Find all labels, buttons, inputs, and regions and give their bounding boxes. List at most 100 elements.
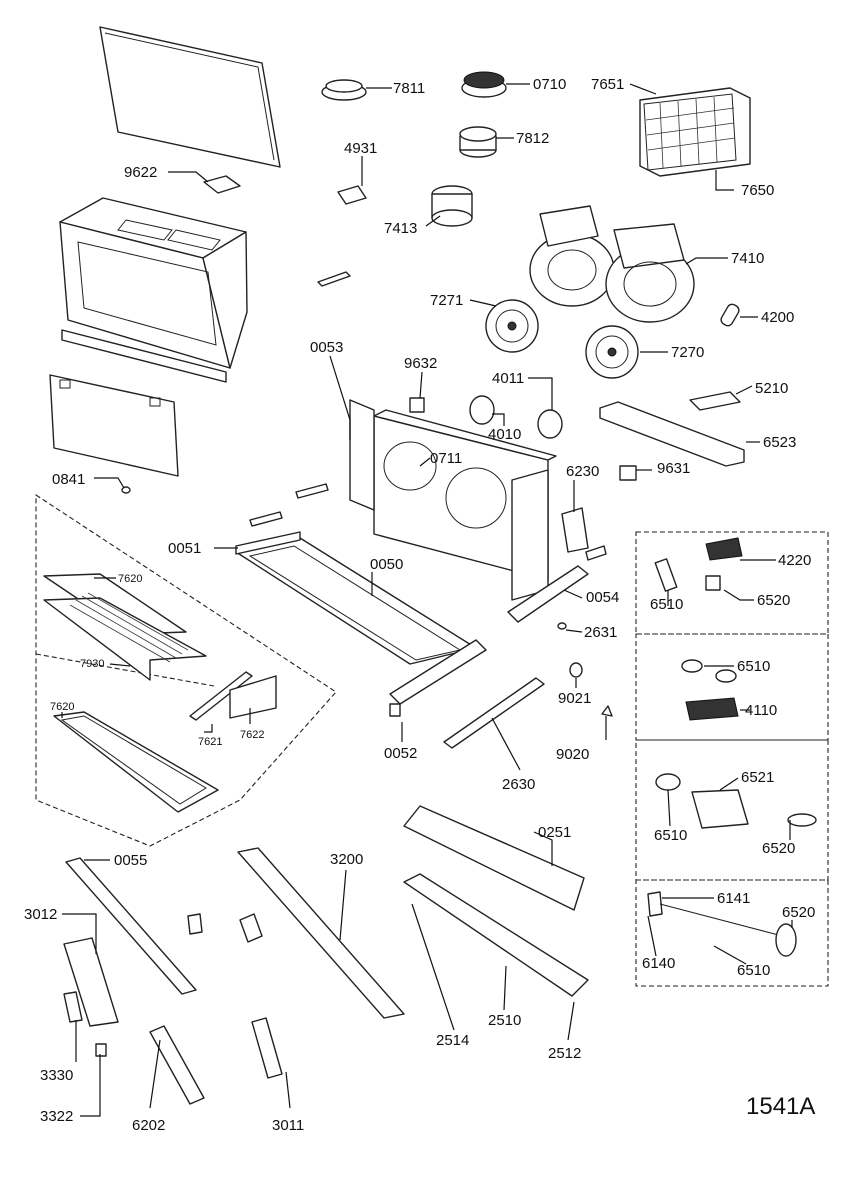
callout-9020: 9020 (556, 746, 589, 763)
blower-housing (529, 205, 695, 323)
callout-2631: 2631 (584, 624, 617, 641)
bracket-small (317, 271, 351, 287)
callout-7410: 7410 (731, 250, 764, 267)
callout-4200: 4200 (761, 309, 794, 326)
parts-drawing (35, 26, 829, 1105)
callout-0251: 0251 (538, 824, 571, 841)
callout-labels: 7811 0710 7651 7812 4931 9622 7650 7413 … (24, 76, 815, 1134)
part-5210 (689, 391, 741, 411)
strip-b (249, 511, 283, 527)
part-0841 (121, 486, 131, 494)
callout-6510-a: 6510 (650, 596, 683, 613)
motor-chassis (349, 399, 557, 601)
front-panel (49, 374, 179, 477)
callout-3322: 3322 (40, 1108, 73, 1125)
part-3322 (95, 1043, 107, 1057)
callout-7620-top: 7620 (118, 573, 142, 585)
callout-7811: 7811 (393, 80, 425, 97)
callout-7621: 7621 (198, 736, 222, 748)
part-6523 (599, 401, 745, 467)
strip-c (585, 545, 607, 561)
callout-7620-bottom: 7620 (50, 701, 74, 713)
part-9020 (601, 705, 613, 717)
callout-6510-b: 6510 (737, 658, 770, 675)
impeller-7270 (585, 325, 639, 379)
part-7811 (321, 79, 367, 101)
part-0054 (507, 565, 589, 623)
part-2630 (443, 677, 545, 749)
part-6230 (561, 507, 589, 553)
part-3200 (237, 847, 405, 1019)
callout-2512: 2512 (548, 1045, 581, 1062)
main-housing (59, 197, 248, 383)
grease-filter-group (35, 493, 337, 847)
part-4931 (337, 185, 367, 205)
callout-3200: 3200 (330, 851, 363, 868)
callout-7622: 7622 (240, 729, 264, 741)
bracket-lower-a (187, 913, 203, 935)
part-9622 (203, 175, 241, 194)
callout-0053: 0053 (310, 339, 343, 356)
callout-0841: 0841 (52, 471, 85, 488)
part-7812 (459, 126, 497, 158)
callout-3012: 3012 (24, 906, 57, 923)
part-2631 (557, 622, 567, 630)
callout-2510: 2510 (488, 1012, 521, 1029)
callout-0051: 0051 (168, 540, 201, 557)
callout-6510-d: 6510 (737, 962, 770, 979)
callout-6523: 6523 (763, 434, 796, 451)
callout-5210: 5210 (755, 380, 788, 397)
callout-6520-d: 6520 (782, 904, 815, 921)
bracket-lower-b (239, 913, 263, 943)
callout-0050: 0050 (370, 556, 403, 573)
callout-2630: 2630 (502, 776, 535, 793)
part-9632 (409, 397, 425, 413)
top-panel (99, 26, 281, 168)
part-3011 (251, 1017, 283, 1079)
callout-7812: 7812 (516, 130, 549, 147)
callout-0711: 0711 (430, 450, 462, 467)
callout-9021: 9021 (558, 690, 591, 707)
callout-6202: 6202 (132, 1117, 165, 1134)
callout-7271: 7271 (430, 292, 463, 309)
part-6202 (149, 1025, 205, 1105)
callout-6520-c: 6520 (762, 840, 795, 857)
callout-4110: 4110 (745, 702, 777, 719)
callout-0054: 0054 (586, 589, 619, 606)
callout-4011: 4011 (492, 370, 524, 387)
callout-6510-c: 6510 (654, 827, 687, 844)
callout-7270: 7270 (671, 344, 704, 361)
callout-6141: 6141 (717, 890, 750, 907)
drawing-number: 1541A (746, 1093, 815, 1120)
callout-6521: 6521 (741, 769, 774, 786)
part-0251 (403, 805, 585, 911)
callout-0710: 0710 (533, 76, 566, 93)
callout-9631: 9631 (657, 460, 690, 477)
part-3330 (63, 991, 83, 1023)
callout-7651: 7651 (591, 76, 624, 93)
callout-4931: 4931 (344, 140, 377, 157)
rollers-4010-4011 (469, 395, 563, 439)
callout-4010: 4010 (488, 426, 521, 443)
callout-9622: 9622 (124, 164, 157, 181)
impeller-7271 (485, 299, 539, 353)
callout-0055: 0055 (114, 852, 147, 869)
callout-6520-a: 6520 (757, 592, 790, 609)
part-0055 (65, 857, 197, 995)
callout-7413: 7413 (384, 220, 417, 237)
part-7413 (431, 185, 473, 227)
part-3012 (63, 937, 119, 1027)
callout-9632: 9632 (404, 355, 437, 372)
callout-3330: 3330 (40, 1067, 73, 1084)
callout-7650: 7650 (741, 182, 774, 199)
callout-4220: 4220 (778, 552, 811, 569)
carbon-filter (639, 87, 751, 177)
part-2510 (403, 873, 589, 997)
part-9021 (569, 662, 583, 678)
callout-7930: 7930 (80, 658, 104, 670)
part-4200 (720, 303, 740, 327)
callout-3011: 3011 (272, 1117, 304, 1134)
callout-6140: 6140 (642, 955, 675, 972)
leader-lines (61, 83, 793, 1117)
